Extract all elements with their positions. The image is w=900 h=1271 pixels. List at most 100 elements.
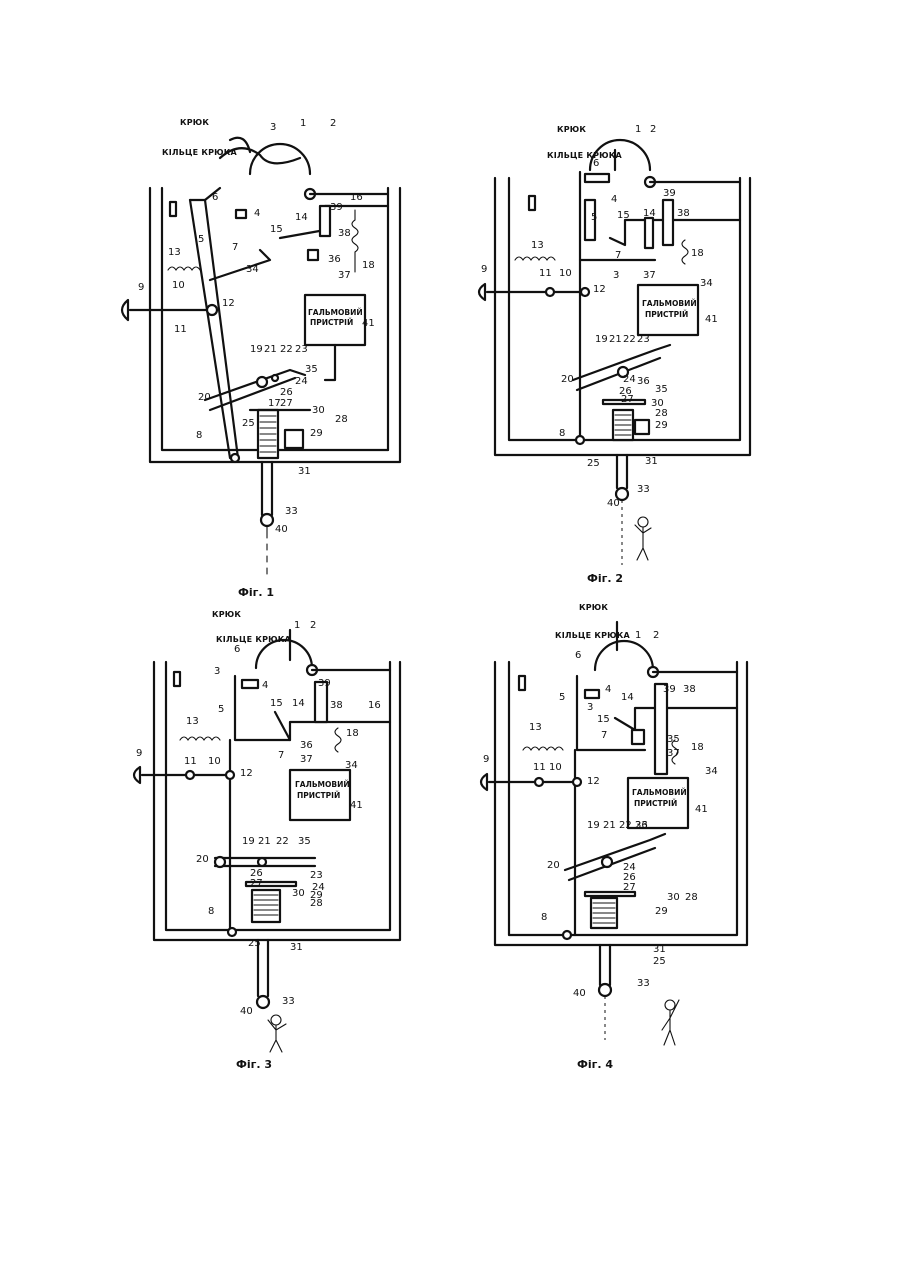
- brake-device-label-line2: ПРИСТРІЙ: [645, 310, 688, 319]
- ref-20: 20: [561, 374, 574, 385]
- brake-device-label-line1: ГАЛЬМОВИЙ: [308, 308, 363, 317]
- ref-21: 21: [264, 344, 277, 355]
- ref-37: 37: [338, 270, 351, 281]
- ref-31: 31: [645, 456, 658, 467]
- ref-12: 12: [593, 284, 606, 295]
- ref-34: 34: [700, 278, 713, 289]
- ref-1: 1: [300, 118, 306, 129]
- ref-38: 38: [677, 208, 690, 219]
- figure-caption: Фіг. 3: [236, 1058, 272, 1071]
- ref-16: 16: [350, 192, 363, 203]
- hook-label: КРЮК: [212, 610, 241, 619]
- ref-34: 34: [246, 264, 259, 275]
- ref-7: 7: [615, 250, 621, 261]
- ref-33: 33: [285, 506, 298, 517]
- ref-24: 24: [623, 374, 636, 385]
- ref-36: 36: [635, 820, 648, 831]
- ref-18: 18: [362, 260, 375, 271]
- ref-5: 5: [591, 212, 597, 223]
- ref-36: 36: [637, 376, 650, 387]
- ref-34: 34: [705, 766, 718, 777]
- brake-device-label-line2: ПРИСТРІЙ: [310, 318, 353, 327]
- ref-41: 41: [350, 800, 363, 811]
- ref-9: 9: [138, 282, 144, 293]
- ref-15: 15: [597, 714, 610, 725]
- ref-29: 29: [310, 428, 323, 439]
- hook-label: КРЮК: [180, 118, 209, 127]
- ref-4: 4: [611, 194, 617, 205]
- ref-6: 6: [212, 192, 218, 203]
- hook-ring-label: КІЛЬЦЕ КРЮКА: [216, 635, 291, 644]
- ref-22: 22: [280, 344, 293, 355]
- ref-27: 27: [621, 394, 634, 405]
- ref-30: 30: [651, 398, 664, 409]
- ref-36: 36: [328, 254, 341, 265]
- ref-33: 33: [637, 484, 650, 495]
- ref-5: 5: [198, 234, 204, 245]
- ref-5: 5: [559, 692, 565, 703]
- ref-14: 14: [295, 212, 308, 223]
- ref-19: 19: [242, 836, 255, 847]
- ref-25: 25: [248, 938, 261, 949]
- figure-4: КРЮК КІЛЬЦЕ КРЮКА ГАЛЬМОВИЙ ПРИСТРІЙ Фіг…: [481, 603, 747, 1071]
- ref-1: 1: [635, 124, 641, 135]
- ref-24: 24: [295, 376, 308, 387]
- ref-33: 33: [282, 996, 295, 1007]
- ref-14: 14: [621, 692, 634, 703]
- ref-28: 28: [685, 892, 698, 903]
- ref-37: 37: [643, 270, 656, 281]
- ref-27: 27: [623, 882, 636, 893]
- ref-30: 30: [292, 888, 305, 899]
- ref-22: 22: [619, 820, 632, 831]
- ref-3: 3: [214, 666, 220, 677]
- ref-30: 30: [667, 892, 680, 903]
- ref-11: 11: [539, 268, 552, 279]
- ref-40: 40: [240, 1006, 253, 1017]
- ref-14: 14: [292, 698, 305, 709]
- ref-22: 22: [276, 836, 289, 847]
- ref-3: 3: [587, 702, 593, 713]
- ref-2: 2: [650, 124, 656, 135]
- hook-ring-label: КІЛЬЦЕ КРЮКА: [547, 151, 622, 160]
- ref-40: 40: [573, 988, 586, 999]
- ref-3: 3: [270, 122, 276, 133]
- brake-device-label-line2: ПРИСТРІЙ: [634, 799, 677, 808]
- ref-13: 13: [186, 716, 199, 727]
- ref-20: 20: [198, 392, 211, 403]
- figure-caption: Фіг. 4: [577, 1058, 613, 1071]
- ref-15: 15: [270, 698, 283, 709]
- ref-13: 13: [529, 722, 542, 733]
- ref-20: 20: [196, 854, 209, 865]
- ref-27: 27: [250, 878, 263, 889]
- ref-38: 38: [330, 700, 343, 711]
- ref-12: 12: [587, 776, 600, 787]
- ref-25: 25: [653, 956, 666, 967]
- ref-8: 8: [208, 906, 214, 917]
- ref-31: 31: [298, 466, 311, 477]
- ref-30: 30: [312, 405, 325, 416]
- ref-11: 11: [174, 324, 187, 335]
- ref-41: 41: [695, 804, 708, 815]
- ref-8: 8: [196, 430, 202, 441]
- hook-ring-label: КІЛЬЦЕ КРЮКА: [555, 631, 630, 640]
- ref-23: 23: [295, 344, 308, 355]
- ref-33: 33: [637, 978, 650, 989]
- ref-1: 1: [635, 630, 641, 641]
- ref-39: 39: [663, 188, 676, 199]
- ref-41: 41: [362, 318, 375, 329]
- ref-34: 34: [345, 760, 358, 771]
- ref-20: 20: [547, 860, 560, 871]
- ref-25: 25: [242, 418, 255, 429]
- figure-caption: Фіг. 1: [238, 586, 274, 599]
- ref-19: 19: [595, 334, 608, 345]
- ref-15: 15: [270, 224, 283, 235]
- ref-7: 7: [278, 750, 284, 761]
- ref-29: 29: [655, 420, 668, 431]
- ref-13: 13: [531, 240, 544, 251]
- ref-39: 39: [318, 678, 331, 689]
- ref-18: 18: [691, 248, 704, 259]
- ref-4: 4: [605, 684, 611, 695]
- ref-19: 19: [587, 820, 600, 831]
- ref-29: 29: [310, 890, 323, 901]
